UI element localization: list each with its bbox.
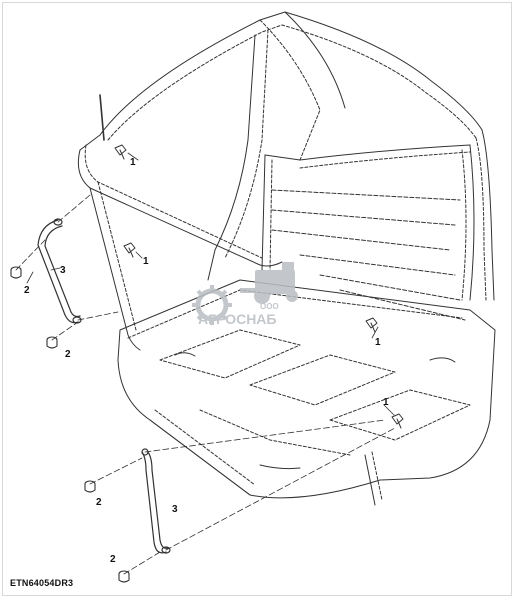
cab-floor bbox=[117, 279, 496, 506]
cap-2b bbox=[46, 336, 58, 349]
callout-2-upper-right: 2 bbox=[65, 349, 71, 360]
handrail-upper bbox=[37, 218, 82, 324]
watermark-prefix: ООО bbox=[260, 302, 279, 311]
callout-2-upper-left: 2 bbox=[24, 285, 30, 296]
tractor-icon bbox=[240, 262, 298, 304]
cab-rear-panels bbox=[271, 189, 466, 321]
bolt-group bbox=[114, 144, 404, 429]
cab-roof-frame bbox=[77, 11, 495, 301]
watermark-logo: ООО АГРОСНАБ bbox=[192, 262, 298, 327]
cap-2a bbox=[10, 266, 22, 279]
figure-code: ETN64054DR3 bbox=[10, 578, 74, 588]
bolt-1a bbox=[114, 144, 127, 160]
bolt-1b bbox=[123, 242, 136, 258]
callout-2-lower-right: 2 bbox=[110, 554, 116, 565]
callout-labels: 1 1 1 1 2 2 2 2 3 3 bbox=[24, 157, 389, 565]
callout-1-middle: 1 bbox=[143, 256, 149, 267]
leader-lines bbox=[15, 152, 396, 575]
cap-group bbox=[10, 266, 130, 583]
cab-posts bbox=[89, 29, 475, 351]
bolt-1d bbox=[391, 413, 404, 429]
callout-1-right: 1 bbox=[375, 337, 381, 348]
cap-2d bbox=[118, 570, 130, 583]
gear-icon bbox=[192, 285, 232, 325]
callout-1-upper: 1 bbox=[130, 157, 136, 168]
callout-2-lower-left: 2 bbox=[96, 497, 102, 508]
watermark-name: АГРОСНАБ bbox=[198, 311, 276, 327]
callout-3-upper: 3 bbox=[60, 265, 66, 276]
bolt-1c bbox=[365, 317, 378, 333]
callout-1-lower: 1 bbox=[383, 397, 389, 408]
handrail-lower bbox=[141, 448, 171, 554]
callout-3-lower: 3 bbox=[172, 504, 178, 515]
